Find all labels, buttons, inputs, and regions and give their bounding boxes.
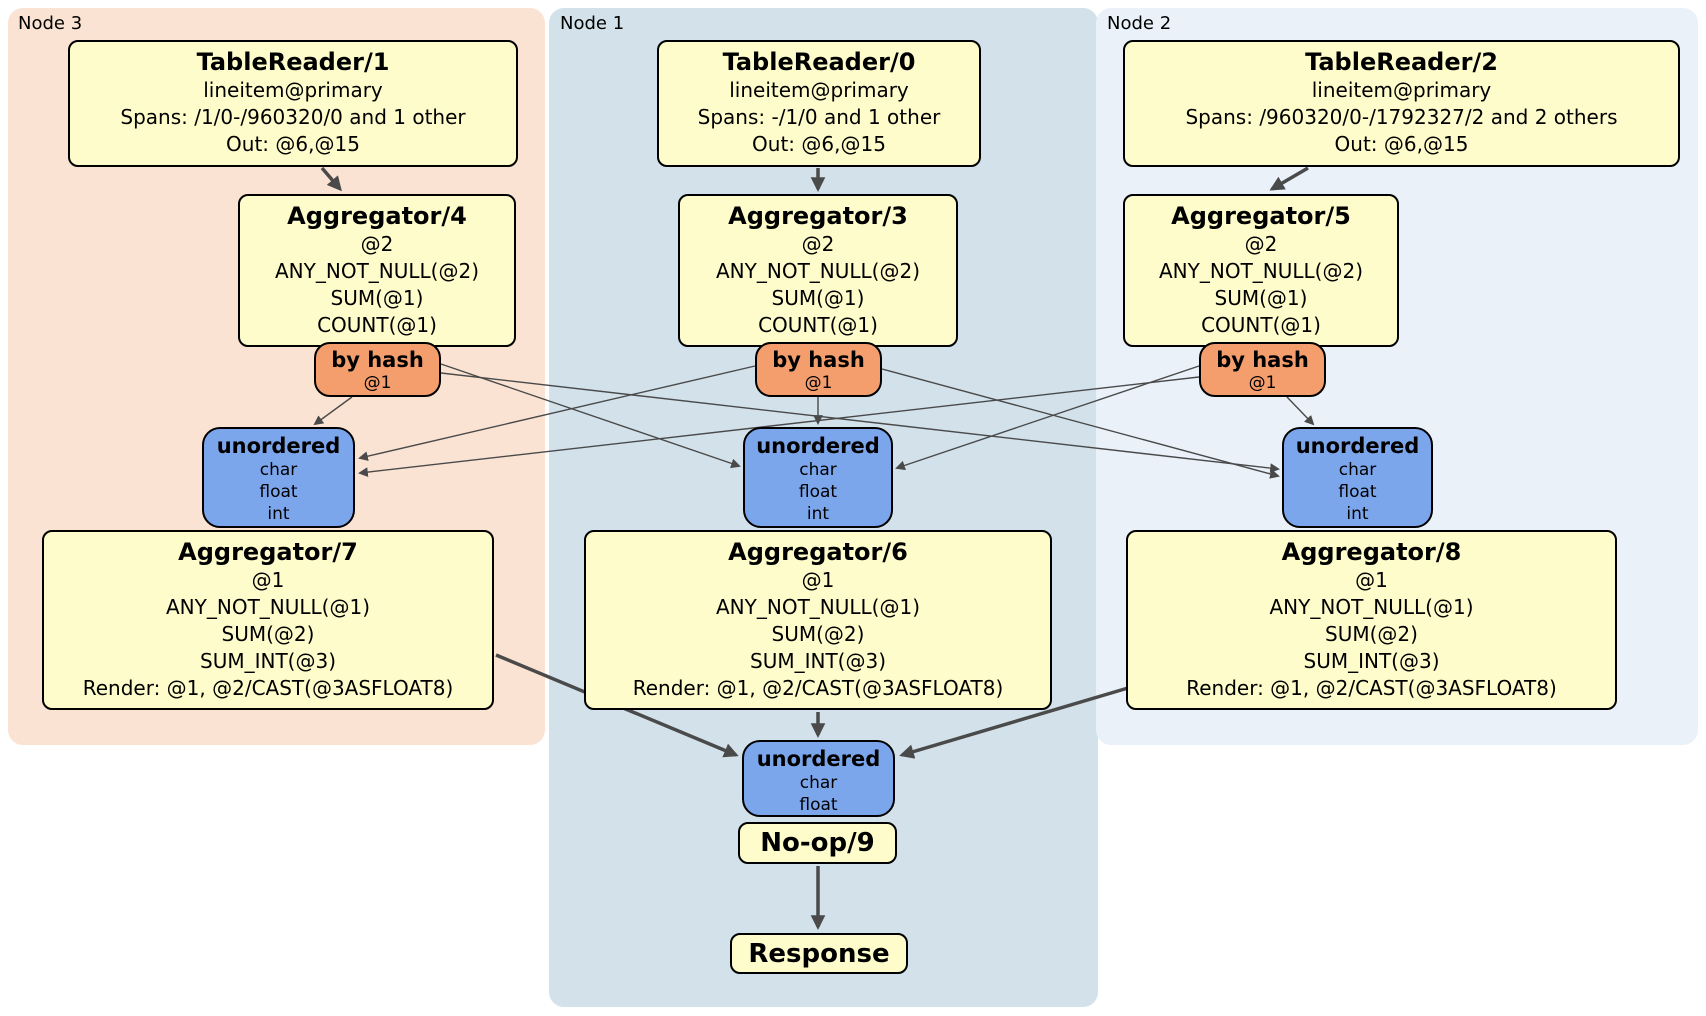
hash-router-node1: by hash @1	[755, 342, 882, 397]
router-title: by hash	[772, 348, 865, 372]
sync-line: char	[259, 460, 298, 480]
sync-line: int	[1346, 504, 1369, 524]
hash-router-node2: by hash @1	[1199, 342, 1326, 397]
box-line: ANY_NOT_NULL(@2)	[716, 259, 920, 283]
box-line: SUM(@1)	[1214, 286, 1308, 310]
processor-box-tablereader-1: TableReader/1 lineitem@primary Spans: /1…	[68, 40, 518, 167]
sync-line: char	[799, 773, 838, 793]
sync-line: char	[1338, 460, 1377, 480]
node2-label: Node 2	[1107, 13, 1172, 34]
sync-line: int	[806, 504, 830, 524]
box-line: ANY_NOT_NULL(@1)	[716, 595, 920, 619]
box-line: Out: @6,@15	[226, 132, 360, 156]
box-title: TableReader/2	[1305, 48, 1498, 76]
box-title: Aggregator/6	[728, 538, 908, 566]
box-line: Spans: /960320/0-/1792327/2 and 2 others	[1185, 105, 1618, 129]
processor-box-aggregator-5: Aggregator/5 @2 ANY_NOT_NULL(@2) SUM(@1)…	[1123, 194, 1399, 347]
processor-box-aggregator-4: Aggregator/4 @2 ANY_NOT_NULL(@2) SUM(@1)…	[238, 194, 516, 347]
box-line: Spans: /1/0-/960320/0 and 1 other	[120, 105, 466, 129]
router-line: @1	[804, 373, 833, 393]
hash-router-node3: by hash @1	[314, 342, 441, 397]
box-line: lineitem@primary	[203, 78, 383, 102]
box-line: SUM(@2)	[221, 622, 315, 646]
box-title: TableReader/0	[722, 48, 916, 76]
box-title: Aggregator/3	[728, 202, 908, 230]
router-title: by hash	[331, 348, 424, 372]
box-title: Aggregator/8	[1281, 538, 1462, 566]
box-line: lineitem@primary	[1311, 78, 1492, 102]
sync-line: float	[259, 482, 298, 502]
sync-title: unordered	[1295, 434, 1420, 458]
box-line: Out: @6,@15	[1334, 132, 1469, 156]
box-line: @1	[1355, 568, 1388, 592]
sync-unordered-node3: unordered char float int	[202, 427, 355, 528]
router-line: @1	[363, 373, 392, 393]
router-title: by hash	[1216, 348, 1309, 372]
box-line: Out: @6,@15	[752, 132, 886, 156]
box-line: Render: @1, @2/CAST(@3ASFLOAT8)	[82, 676, 454, 700]
box-line: SUM_INT(@3)	[200, 649, 336, 673]
node1-label: Node 1	[560, 13, 625, 34]
box-line: ANY_NOT_NULL(@1)	[1269, 595, 1474, 619]
box-line: COUNT(@1)	[317, 313, 437, 337]
box-title: Response	[748, 938, 890, 969]
box-line: @2	[801, 232, 835, 256]
box-line: @2	[360, 232, 394, 256]
sync-title: unordered	[216, 434, 341, 458]
sync-title: unordered	[756, 434, 880, 458]
box-line: @1	[801, 568, 835, 592]
processor-box-tablereader-2: TableReader/2 lineitem@primary Spans: /9…	[1123, 40, 1680, 167]
box-line: SUM(@2)	[1325, 622, 1418, 646]
box-title: Aggregator/7	[178, 538, 358, 566]
box-line: @1	[251, 568, 285, 592]
sync-title: unordered	[756, 747, 881, 771]
box-line: Render: @1, @2/CAST(@3ASFLOAT8)	[632, 676, 1004, 700]
sync-line: float	[799, 795, 838, 815]
box-line: SUM_INT(@3)	[1303, 649, 1440, 673]
response-box: Response	[730, 933, 908, 974]
processor-box-aggregator-8: Aggregator/8 @1 ANY_NOT_NULL(@1) SUM(@2)…	[1126, 530, 1617, 710]
sync-unordered-final: unordered char float	[742, 740, 895, 817]
box-line: Render: @1, @2/CAST(@3ASFLOAT8)	[1186, 676, 1557, 700]
box-line: ANY_NOT_NULL(@2)	[275, 259, 479, 283]
sync-line: float	[1338, 482, 1377, 502]
box-line: ANY_NOT_NULL(@2)	[1159, 259, 1363, 283]
box-line: lineitem@primary	[729, 78, 909, 102]
processor-box-aggregator-6: Aggregator/6 @1 ANY_NOT_NULL(@1) SUM(@2)…	[584, 530, 1052, 710]
box-line: SUM(@2)	[771, 622, 865, 646]
box-line: SUM_INT(@3)	[750, 649, 886, 673]
box-line: COUNT(@1)	[758, 313, 878, 337]
noop-box: No-op/9	[738, 822, 897, 864]
processor-box-aggregator-7: Aggregator/7 @1 ANY_NOT_NULL(@1) SUM(@2)…	[42, 530, 494, 710]
node3-label: Node 3	[18, 13, 83, 34]
sync-line: char	[799, 460, 837, 480]
box-line: @2	[1244, 232, 1278, 256]
sync-line: int	[267, 504, 290, 524]
router-line: @1	[1248, 373, 1277, 393]
box-line: Spans: -/1/0 and 1 other	[697, 105, 941, 129]
sync-unordered-node2: unordered char float int	[1282, 427, 1433, 528]
box-line: ANY_NOT_NULL(@1)	[166, 595, 370, 619]
box-title: No-op/9	[760, 828, 875, 858]
box-line: SUM(@1)	[330, 286, 424, 310]
sync-unordered-node1: unordered char float int	[743, 427, 893, 528]
box-title: Aggregator/5	[1171, 202, 1351, 230]
sync-line: float	[798, 482, 838, 502]
box-line: COUNT(@1)	[1201, 313, 1321, 337]
box-line: SUM(@1)	[771, 286, 865, 310]
box-title: Aggregator/4	[287, 202, 467, 230]
processor-box-aggregator-3: Aggregator/3 @2 ANY_NOT_NULL(@2) SUM(@1)…	[678, 194, 958, 347]
processor-box-tablereader-0: TableReader/0 lineitem@primary Spans: -/…	[657, 40, 981, 167]
box-title: TableReader/1	[196, 48, 390, 76]
